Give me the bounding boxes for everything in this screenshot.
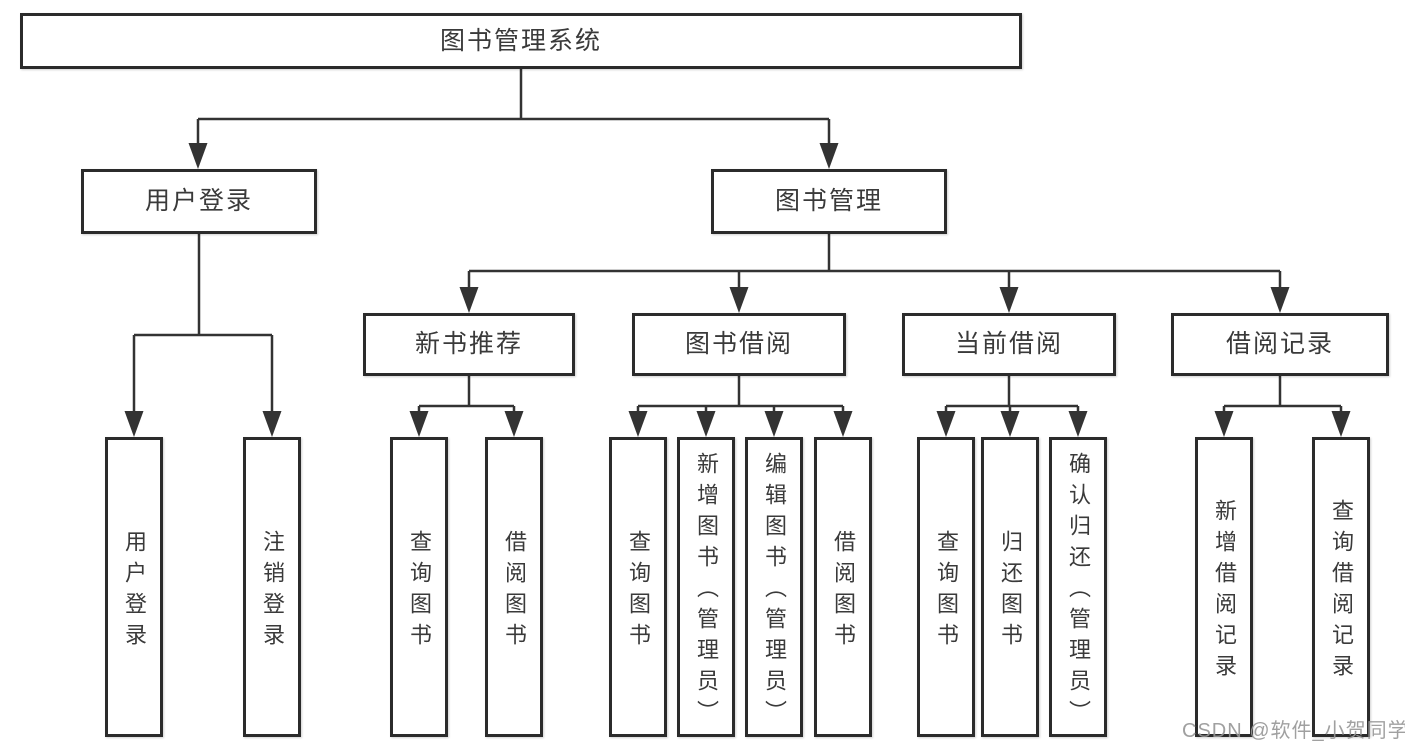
node-label: 新书推荐 bbox=[414, 330, 523, 358]
leaf-add-book-admin: 新增图书（管理员） bbox=[677, 437, 735, 737]
node-label: 借阅图书 bbox=[502, 529, 527, 654]
node-label: 编辑图书（管理员） bbox=[762, 452, 787, 731]
node-label: 借阅图书 bbox=[831, 529, 856, 654]
node-label: 查询借阅记录 bbox=[1329, 498, 1354, 685]
node-label: 当前借阅 bbox=[954, 330, 1063, 358]
leaf-confirm-return-admin: 确认归还（管理员） bbox=[1049, 437, 1107, 737]
node-label: 查询图书 bbox=[626, 529, 651, 654]
leaf-query-books-current: 查询图书 bbox=[917, 437, 975, 737]
node-label: 图书管理系统 bbox=[439, 26, 602, 55]
node-borrowing-records: 借阅记录 bbox=[1171, 313, 1389, 376]
node-label: 用户登录 bbox=[122, 529, 147, 654]
leaf-query-books-borrowing: 查询图书 bbox=[609, 437, 667, 737]
node-label: 查询图书 bbox=[934, 529, 959, 654]
leaf-add-borrow-record: 新增借阅记录 bbox=[1195, 437, 1253, 737]
node-library-system: 图书管理系统 bbox=[20, 13, 1022, 69]
node-book-management: 图书管理 bbox=[711, 169, 947, 234]
leaf-borrow-books-recommend: 借阅图书 bbox=[485, 437, 543, 737]
node-label: 新增借阅记录 bbox=[1212, 498, 1237, 685]
node-label: 查询图书 bbox=[407, 529, 432, 654]
leaf-return-books: 归还图书 bbox=[981, 437, 1039, 737]
node-label: 借阅记录 bbox=[1225, 330, 1334, 358]
csdn-watermark: CSDN @软件_小贺同学 bbox=[1182, 720, 1405, 742]
node-label: 确认归还（管理员） bbox=[1066, 452, 1091, 731]
node-new-book-recommendation: 新书推荐 bbox=[363, 313, 575, 376]
leaf-logout: 注销登录 bbox=[243, 437, 301, 737]
leaf-user-login: 用户登录 bbox=[105, 437, 163, 737]
node-book-borrowing: 图书借阅 bbox=[632, 313, 846, 376]
node-current-borrowing: 当前借阅 bbox=[902, 313, 1116, 376]
leaf-query-books-recommend: 查询图书 bbox=[390, 437, 448, 737]
arrowheads bbox=[124, 143, 1351, 437]
leaf-borrow-books-borrowing: 借阅图书 bbox=[814, 437, 872, 737]
leaf-query-borrow-record: 查询借阅记录 bbox=[1312, 437, 1370, 737]
node-label: 用户登录 bbox=[144, 187, 253, 215]
node-label: 图书借阅 bbox=[684, 330, 793, 358]
node-label: 注销登录 bbox=[260, 529, 285, 654]
node-label: 归还图书 bbox=[998, 529, 1023, 654]
node-label: 新增图书（管理员） bbox=[694, 452, 719, 731]
node-label: 图书管理 bbox=[774, 187, 883, 215]
node-user-login: 用户登录 bbox=[81, 169, 317, 234]
leaf-edit-book-admin: 编辑图书（管理员） bbox=[745, 437, 803, 737]
